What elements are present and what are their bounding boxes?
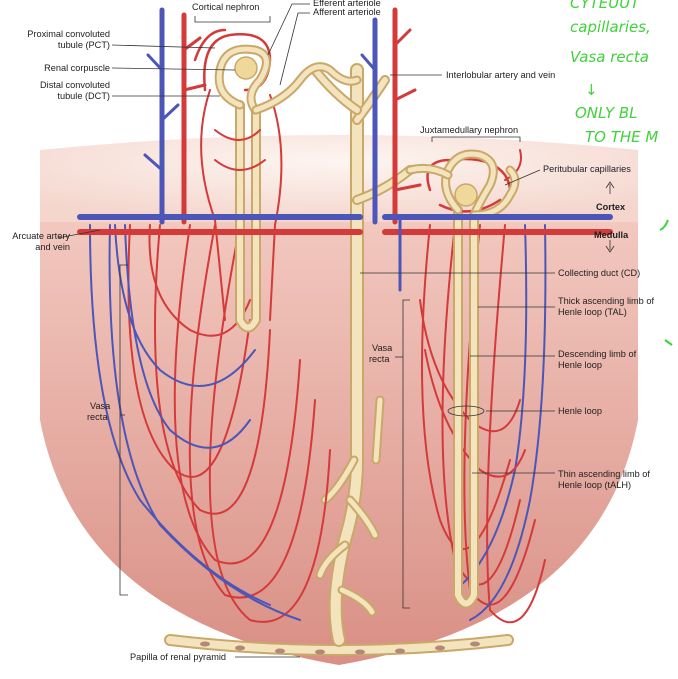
tal-label-line1: Thick ascending limb of: [558, 296, 654, 306]
handwritten-line1: CYTEUUT: [570, 0, 641, 12]
cortex-medulla-marker: [605, 181, 615, 253]
vasa-recta-left-label-line1: Vasa: [90, 401, 111, 411]
renal-corpuscle-label: Renal corpuscle: [44, 63, 110, 73]
juxtamedullary-convoluted-tubules: [405, 149, 520, 220]
arcuate-vessels: [77, 214, 613, 292]
collecting-duct-label: Collecting duct (CD): [558, 268, 640, 278]
handwritten-line2: capillaries,: [570, 18, 651, 36]
pct-label-line1: Proximal convoluted: [27, 29, 110, 39]
descending-label-line2: Henle loop: [558, 360, 602, 370]
vasa-recta-left-label-line2: recta: [87, 412, 108, 422]
handwritten-arrow: ↓: [585, 81, 598, 99]
handwritten-line3: Vasa recta: [570, 48, 649, 66]
vasa-recta-brackets: [119, 16, 521, 609]
thin-label-line2: Henle loop (tALH): [558, 480, 631, 490]
papilla-label: Papilla of renal pyramid: [130, 652, 226, 662]
juxtamedullary-nephron-loop: [453, 205, 479, 609]
henle-loop-label: Henle loop: [558, 406, 602, 416]
descending-label-line1: Descending limb of: [558, 349, 637, 359]
cortex-label: Cortex: [596, 202, 626, 212]
right-vasa-recta: [419, 224, 547, 624]
handwritten-notes: CYTEUUT capillaries, Vasa recta ↓ ONLY B…: [570, 0, 673, 346]
left-vasa-recta: [89, 224, 331, 623]
henle-loop-marker: [447, 405, 485, 417]
leader-lines: [57, 3, 555, 658]
vasa-recta-center-label-line2: recta: [369, 354, 390, 364]
arcuate-label-line2: and vein: [35, 242, 70, 252]
efferent-arteriole-label: Efferent arteriole: [313, 0, 381, 8]
thin-label-line1: Thin ascending limb of: [558, 469, 650, 479]
cortical-convoluted-tubules: [214, 44, 362, 115]
medulla-label: Medulla: [594, 230, 629, 240]
papilla: [164, 634, 514, 656]
tal-label-line2: Henle loop (TAL): [558, 307, 627, 317]
dct-label-line1: Distal convoluted: [40, 80, 110, 90]
cortical-nephron-loop: [235, 100, 261, 333]
pct-label-line2: tubule (PCT): [58, 40, 110, 50]
arcuate-label-line1: Arcuate artery: [12, 231, 70, 241]
handwritten-line4: ONLY BL: [575, 104, 638, 122]
vasa-recta-center-label-line1: Vasa: [372, 343, 393, 353]
cortex-region: [40, 135, 638, 222]
handwritten-line5: TO THE M: [585, 128, 658, 146]
juxtamedullary-label: Juxtamedullary nephron: [420, 125, 518, 135]
dct-label-line2: tubule (DCT): [57, 91, 110, 101]
afferent-arteriole-label: Afferent arteriole: [313, 7, 381, 17]
peritubular-label: Peritubular capillaries: [543, 164, 631, 174]
collecting-duct-system: [310, 63, 415, 647]
interlobular-label: Interlobular artery and vein: [446, 70, 555, 80]
cortical-nephron-label: Cortical nephron: [192, 2, 259, 12]
interlobular-vessels: [143, 7, 422, 225]
